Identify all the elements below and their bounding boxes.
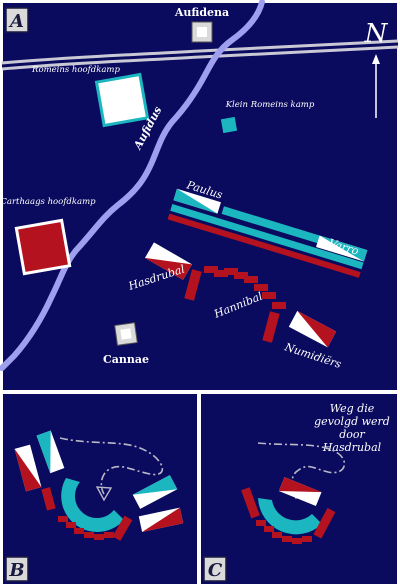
north-label: N (364, 19, 389, 49)
roman-army (167, 188, 368, 278)
romeins-hoofdkamp-marker (94, 72, 150, 128)
african-infantry-left (184, 269, 202, 301)
panel-a-letter-box (5, 7, 29, 33)
roman-cavalry-left (14, 444, 42, 492)
cannae-town-marker-inner (120, 328, 132, 340)
roman-infantry-line-2 (221, 206, 320, 244)
panel-a: A Aufidena N Romeins hoofdkamp Aufidus K… (0, 0, 399, 392)
numidian-cavalry-b (132, 475, 178, 509)
carthage-infantry-c-right (313, 507, 336, 539)
route-caption-line-4: Hasdrubal (322, 441, 382, 454)
carthaags-hoofdkamp-marker (14, 218, 72, 276)
cannae-label: Cannae (103, 353, 149, 366)
roman-encircled-crescent (61, 478, 124, 532)
panel-b-letter: B (8, 560, 24, 581)
carthaginian-army (144, 242, 337, 348)
hasdrubal-cavalry-unit (144, 242, 193, 280)
romeins-hoofdkamp-label: Romeins hoofdkamp (31, 65, 120, 75)
hannibal-crescent (204, 266, 286, 309)
hasdrubal-route-path-c (257, 442, 346, 493)
route-arrowhead-icon (95, 486, 113, 502)
roman-cavalry-upper (36, 430, 65, 474)
roman-infantry-line-1 (170, 204, 364, 270)
route-caption-line-2: gevolgd werd (314, 415, 390, 428)
panel-c-letter: C (208, 560, 223, 581)
african-infantry-right (262, 311, 280, 343)
roman-encircled-crescent-c (258, 498, 322, 535)
panel-c-letter-box (203, 556, 227, 582)
panel-c: Weg die gevolgd werd door Hasdrubal C (199, 392, 399, 586)
carthage-crescent-c (256, 520, 312, 544)
aufidena-town-marker-inner (197, 27, 207, 37)
carthage-infantry-c-left (241, 487, 260, 519)
route-caption-line-1: Weg die (330, 402, 375, 415)
carthage-cavalry-b (138, 507, 184, 532)
panel-b: B (1, 392, 199, 586)
carthage-cavalry-rear-c (278, 477, 322, 506)
panel-a-letter: A (8, 11, 24, 32)
carthage-crescent-b (58, 516, 114, 540)
carthage-infantry-b-left-1 (41, 487, 56, 511)
hasdrubal-route-path (59, 437, 164, 495)
carthage-infantry-b-right (112, 515, 133, 541)
route-caption-line-3: door (339, 428, 365, 441)
numidian-cavalry-unit (288, 310, 337, 348)
roman-infantry-line-3 (167, 213, 361, 278)
panel-b-letter-box (5, 556, 29, 582)
carthaags-hoofdkamp-label: Carthaags hoofdkamp (0, 197, 96, 207)
road (1, 39, 399, 71)
aufidus-river (0, 0, 265, 371)
aufidena-label: Aufidena (174, 6, 229, 19)
klein-romeins-kamp-marker (220, 116, 238, 134)
klein-romeins-kamp-label: Klein Romeins kamp (225, 100, 315, 110)
north-arrow-icon (372, 54, 380, 118)
